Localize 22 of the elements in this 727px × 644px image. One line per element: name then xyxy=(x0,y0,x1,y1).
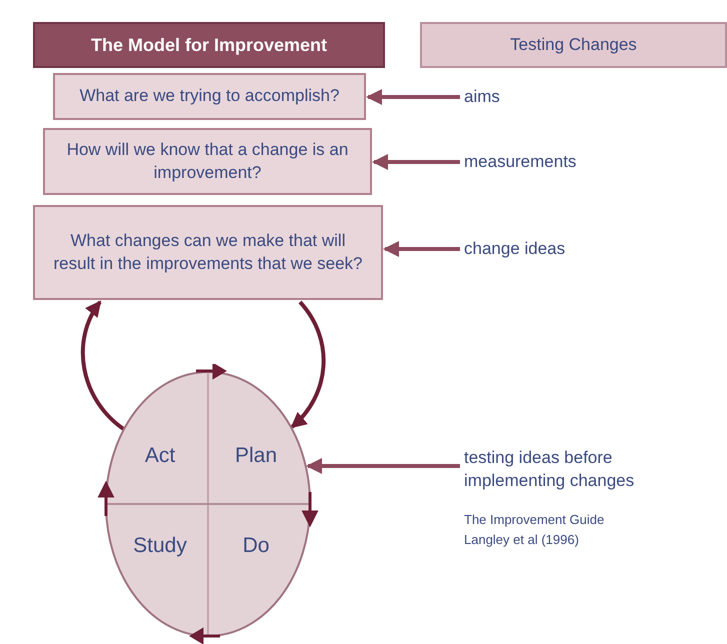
citation-text: Langley et al (1996) xyxy=(464,531,580,550)
arrow xyxy=(366,89,460,105)
question-box: What changes can we make that will result in the improvements that we seek? xyxy=(33,205,383,300)
header-band: The Model for Improvement xyxy=(33,22,385,68)
citation-text: The Improvement Guide xyxy=(464,511,604,529)
pdsa-cycle-ellipse xyxy=(96,364,320,644)
note-text: testing ideas before implementing changes xyxy=(464,443,694,497)
quadrant-label: Act xyxy=(144,444,176,468)
note-text: change ideas xyxy=(464,237,614,261)
note-text: aims xyxy=(464,85,584,109)
quadrant-label: Study xyxy=(133,534,187,558)
arrow xyxy=(372,154,460,170)
arrow xyxy=(80,300,126,432)
question-box: How will we know that a change is an improvement? xyxy=(43,128,372,195)
question-box: What are we trying to accomplish? xyxy=(53,73,366,120)
arrow xyxy=(290,300,326,428)
note-text: measurements xyxy=(464,150,614,174)
quadrant-label: Plan xyxy=(234,444,278,468)
arrow xyxy=(383,241,460,257)
quadrant-label: Do xyxy=(242,534,270,558)
arrow xyxy=(306,458,460,474)
header-band: Testing Changes xyxy=(420,22,727,68)
